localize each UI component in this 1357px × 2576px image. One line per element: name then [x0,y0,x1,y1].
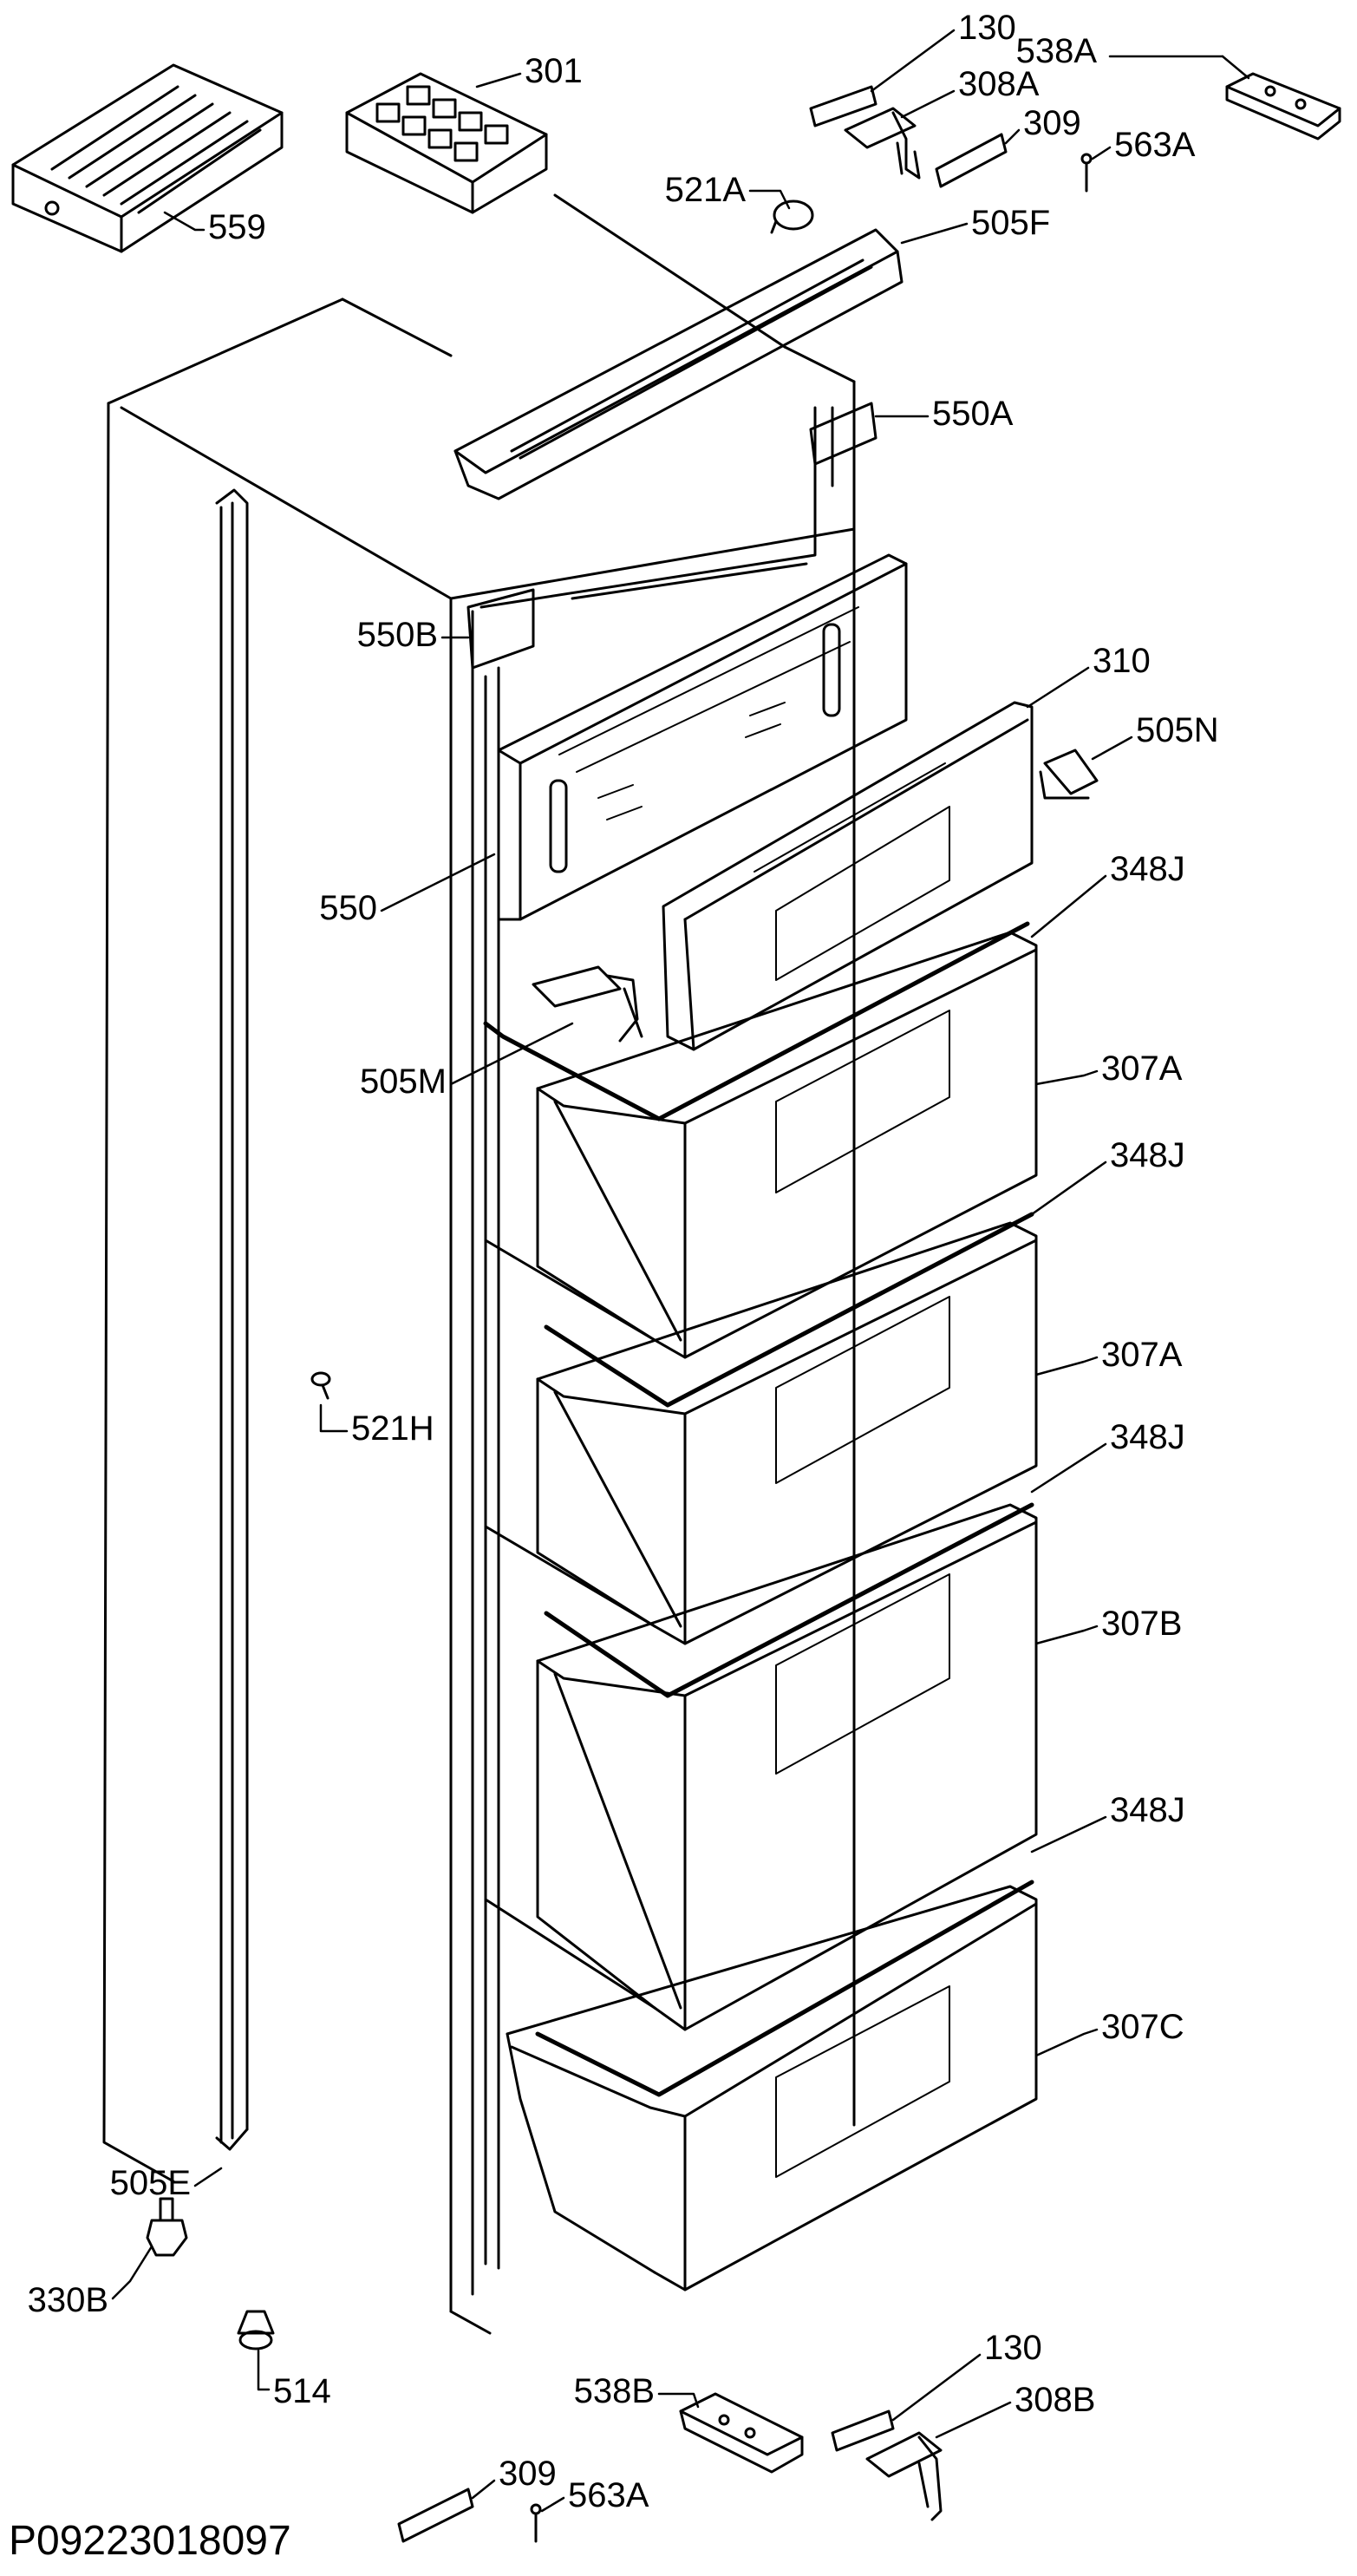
part-labels: 130 301 308A 538A 309 563A 559 521A 505F… [9,9,1219,2564]
label-309-bottom: 309 [499,2455,557,2493]
label-559: 559 [208,208,266,246]
label-330b: 330B [28,2281,108,2319]
drawer-307a-lower [484,1221,1038,1645]
label-505n: 505N [1136,711,1219,749]
cabinet-outline [102,193,856,2335]
label-plate-550a [809,402,877,466]
label-348j-4: 348J [1110,1791,1185,1829]
label-308b: 308B [1014,2381,1095,2419]
part-514 [237,2310,275,2350]
seal-348j-4 [535,1880,1034,2097]
label-307c: 307C [1101,2008,1184,2046]
label-plate-550b [466,588,535,670]
label-563a-top: 563A [1114,126,1196,164]
screw-563a-bottom [530,2503,542,2543]
part-130-bottom [831,2409,895,2452]
label-307a-lower: 307A [1101,1336,1183,1374]
part-521a [770,199,814,234]
gasket-309-top [935,133,1008,188]
ice-cube-tray-301 [345,72,548,214]
part-130-top [809,85,877,127]
foot-330b [146,2197,188,2257]
label-538b: 538B [574,2372,655,2410]
label-130-bottom: 130 [984,2329,1042,2367]
rail-505f [453,228,904,500]
label-538a: 538A [1016,32,1098,70]
label-301: 301 [525,52,583,90]
flap-310 [662,701,1034,1051]
label-307b: 307B [1101,1605,1182,1643]
label-309-top: 309 [1023,104,1081,142]
label-563a-bottom: 563A [568,2476,649,2514]
label-505f: 505F [971,204,1050,242]
seal-348j-3 [544,1502,1034,1698]
label-521a: 521A [665,171,747,209]
label-348j-2: 348J [1110,1136,1185,1174]
door-gasket-505e [215,488,249,2151]
screw-563a-top [1080,153,1093,193]
hinge-505m [532,965,643,1043]
label-310: 310 [1093,642,1151,680]
hinge-308a [844,107,921,180]
label-348j-1: 348J [1110,850,1185,888]
seal-348j-1 [483,921,1030,1121]
drawer-307c [506,1885,1038,2292]
drawer-307a-upper [484,931,1038,1359]
label-505e: 505E [110,2164,191,2202]
leader-lines [111,29,1250,2513]
gasket-309-bottom [397,2488,474,2543]
bracket-538a [1225,72,1341,141]
label-550: 550 [319,889,377,927]
label-550a: 550A [932,395,1014,433]
label-307a-upper: 307A [1101,1049,1183,1088]
label-348j-3: 348J [1110,1418,1185,1456]
hinge-505n [1039,749,1099,800]
hinge-308b [865,2431,943,2521]
label-550b: 550B [357,616,438,654]
label-505m: 505M [360,1062,447,1101]
part-521h [310,1371,331,1400]
bracket-538b [679,2392,804,2474]
ice-tray-cover-559 [11,63,284,253]
diagram-code: P09223018097 [9,2518,291,2564]
seal-348j-2 [544,1212,1034,1408]
control-panel-550 [497,553,908,921]
drawer-307b [484,1503,1038,2031]
label-130-top: 130 [958,9,1016,47]
label-521h: 521H [351,1409,434,1448]
label-514: 514 [273,2372,331,2410]
label-308a: 308A [958,65,1040,103]
